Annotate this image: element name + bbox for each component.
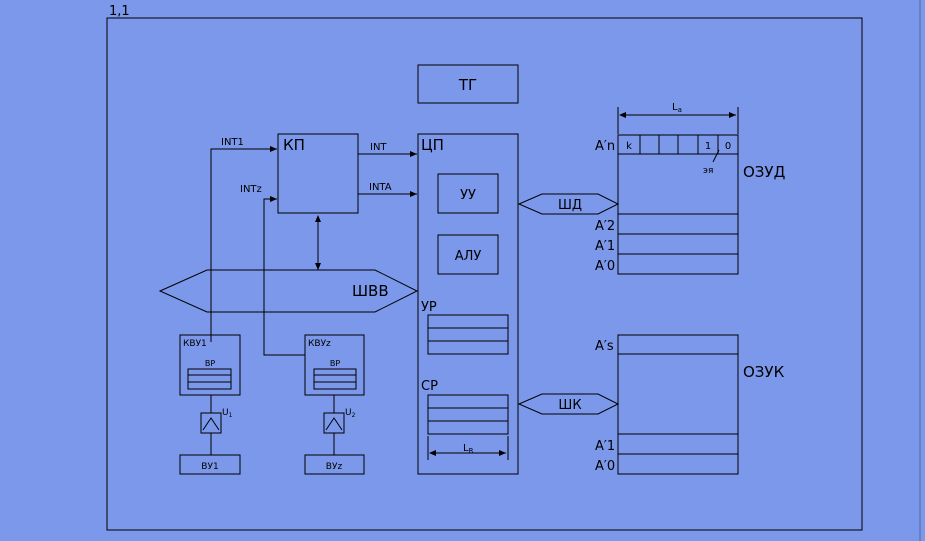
kp-label: КП bbox=[283, 136, 305, 154]
ozud-label: ОЗУД bbox=[743, 163, 785, 181]
shd-label: ШД bbox=[558, 198, 582, 213]
vu1-block bbox=[179, 454, 241, 475]
addr-a1: A′1 bbox=[595, 239, 615, 254]
ur-register bbox=[427, 314, 509, 355]
kvuz-label: КВУz bbox=[308, 339, 331, 349]
intz-label: INTz bbox=[240, 184, 262, 195]
int1-label: INT1 bbox=[221, 137, 244, 148]
outer-frame bbox=[106, 17, 863, 531]
lr-label: LR bbox=[463, 443, 474, 455]
alu-block bbox=[437, 234, 499, 275]
u2-interface bbox=[323, 412, 345, 434]
addr-as: A′s bbox=[595, 339, 614, 354]
shvv-label: ШВВ bbox=[352, 282, 389, 300]
alu-label: АЛУ bbox=[455, 249, 482, 264]
ozud-cell-0: 0 bbox=[725, 141, 731, 152]
int-label: INT bbox=[370, 142, 387, 153]
vuz-label: ВУz bbox=[326, 462, 343, 472]
kvu1-block bbox=[179, 334, 241, 396]
ozuk-memory bbox=[617, 334, 739, 475]
kp-block bbox=[277, 133, 359, 214]
cp-block bbox=[417, 133, 519, 475]
addr-k-a1: A′1 bbox=[595, 439, 615, 454]
vuz-block bbox=[304, 454, 365, 475]
ozud-memory bbox=[617, 134, 739, 275]
corner-label: 1,1 bbox=[109, 4, 130, 19]
kvu1-vr-label: ВР bbox=[205, 359, 215, 368]
la-label: La bbox=[672, 102, 682, 114]
shk-label: ШК bbox=[558, 398, 581, 413]
ozud-cell-1: 1 bbox=[705, 141, 711, 152]
u1-label: U1 bbox=[222, 408, 233, 419]
kvu1-label: КВУ1 bbox=[183, 339, 207, 349]
cp-label: ЦП bbox=[421, 136, 444, 154]
kvuz-vr-label: ВР bbox=[330, 359, 340, 368]
tg-label: ТГ bbox=[458, 76, 477, 94]
tg-block bbox=[417, 64, 519, 104]
u2-label: U2 bbox=[345, 408, 356, 419]
addr-an: A′n bbox=[595, 139, 615, 154]
uu-label: УУ bbox=[460, 188, 476, 203]
inta-label: INTA bbox=[369, 182, 392, 193]
sr-label: СР bbox=[421, 379, 438, 394]
shvv-bus bbox=[158, 269, 419, 313]
ur-label: УР bbox=[421, 300, 437, 315]
vu1-label: ВУ1 bbox=[201, 462, 218, 472]
u1-interface bbox=[200, 412, 222, 434]
ozuk-label: ОЗУК bbox=[743, 363, 785, 381]
addr-a0: A′0 bbox=[595, 259, 615, 274]
addr-k-a0: A′0 bbox=[595, 459, 615, 474]
eya-label: эя bbox=[703, 166, 713, 176]
ozud-cell-k: k bbox=[626, 141, 632, 152]
uu-block bbox=[437, 173, 499, 214]
sr-register bbox=[427, 394, 509, 435]
addr-a2: A′2 bbox=[595, 219, 615, 234]
